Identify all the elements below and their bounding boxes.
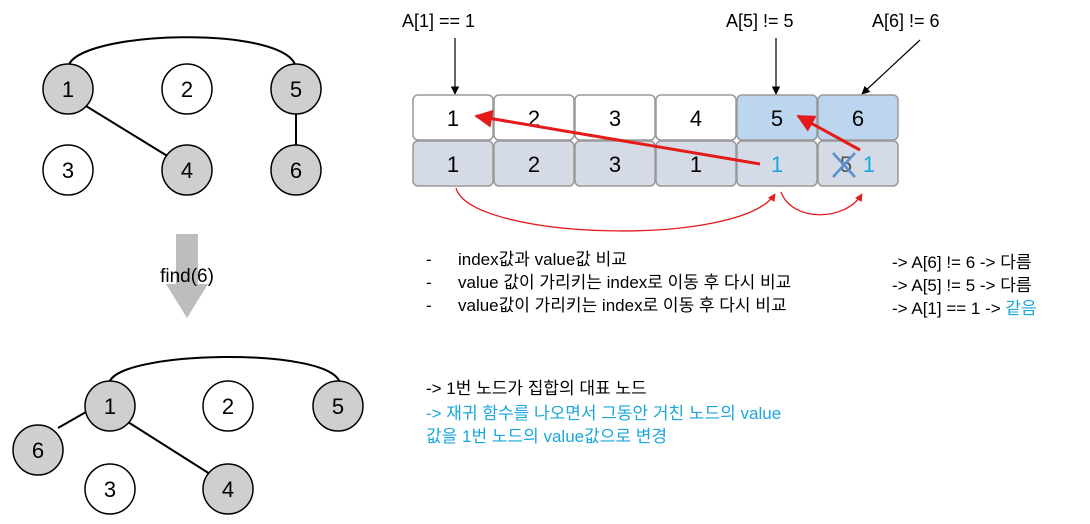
node-label: 5 xyxy=(290,77,302,102)
node-label: 2 xyxy=(181,77,193,102)
value-cell-4 xyxy=(655,140,737,187)
index-label: 5 xyxy=(771,106,783,131)
step-2: - value 값이 가리키는 index로 이동 후 다시 비교 xyxy=(426,271,791,294)
node-after-5: 5 xyxy=(312,380,364,432)
node-before-4: 4 xyxy=(161,144,213,196)
node-after-2: 2 xyxy=(202,380,254,432)
value-cell-6 xyxy=(817,140,899,187)
node-label: 5 xyxy=(332,394,344,419)
node-after-3: 3 xyxy=(84,463,136,515)
node-before-2: 2 xyxy=(161,63,213,115)
cross-out-icon xyxy=(832,152,856,178)
bullet: - xyxy=(426,250,432,269)
value-row: 1 2 3 1 1 5 1 xyxy=(412,140,899,187)
value-label: 2 xyxy=(528,152,540,177)
index-cell-6 xyxy=(817,94,899,141)
value-label: 1 xyxy=(690,152,702,177)
node-after-4: 4 xyxy=(202,463,254,515)
step-2-result: -> A[5] != 5 -> 다름 xyxy=(892,271,1031,296)
result-same: 같음 xyxy=(1005,299,1037,318)
label-a5: A[5] != 5 xyxy=(726,11,794,31)
bullet: - xyxy=(426,296,432,315)
value-label: 1 xyxy=(447,152,459,177)
index-cell-4 xyxy=(655,94,737,141)
index-label: 1 xyxy=(447,106,459,131)
value-cell-2 xyxy=(493,140,575,187)
note-recursion: -> 재귀 함수를 나오면서 그동안 거친 노드의 value xyxy=(426,404,782,423)
value-cell-5 xyxy=(736,140,818,187)
propagate-arrow-5-to-6 xyxy=(780,191,863,216)
node-label: 4 xyxy=(181,158,193,183)
step-text: value값이 가리키는 index로 이동 후 다시 비교 xyxy=(458,296,787,315)
index-label: 6 xyxy=(852,106,864,131)
step-text: value 값이 가리키는 index로 이동 후 다시 비교 xyxy=(458,273,792,292)
edge-1-6 xyxy=(57,411,87,429)
node-before-3: 3 xyxy=(42,144,94,196)
node-before-5: 5 xyxy=(270,63,322,115)
node-before-1: 1 xyxy=(42,63,94,115)
result-text: -> A[5] != 5 -> 다름 xyxy=(892,276,1032,295)
jump-arrow-5-to-1 xyxy=(474,109,761,166)
index-label: 4 xyxy=(690,106,702,131)
node-label: 2 xyxy=(222,394,234,419)
step-3-result: -> A[1] == 1 -> 같음 xyxy=(892,294,1037,319)
find-arrow xyxy=(166,234,208,318)
edge-1-5 xyxy=(108,356,341,385)
bullet: - xyxy=(426,273,432,292)
find-label: find(6) xyxy=(160,266,214,287)
label-a1: A[1] == 1 xyxy=(402,11,475,31)
note-update-values: 값을 1번 노드의 value값으로 변경 xyxy=(426,427,668,446)
result-text: -> A[6] != 6 -> 다름 xyxy=(892,253,1032,272)
graph-after: 1 2 5 6 3 4 xyxy=(12,356,364,515)
result-text: -> A[1] == 1 -> xyxy=(892,299,1006,318)
graph-before: 1 2 5 3 4 6 xyxy=(42,36,322,196)
node-before-6: 6 xyxy=(270,144,322,196)
step-1: - index값과 value값 비교 xyxy=(426,248,627,271)
jump-arrow-6-to-5 xyxy=(796,114,861,152)
edge-1-5 xyxy=(67,36,297,69)
node-after-6: 6 xyxy=(12,424,64,476)
step-1-result: -> A[6] != 6 -> 다름 xyxy=(892,248,1031,273)
edge-1-4 xyxy=(85,105,170,158)
step-text: index값과 value값 비교 xyxy=(458,250,627,269)
node-label: 1 xyxy=(104,394,116,419)
value-label-new: 1 xyxy=(863,152,875,177)
pointer-a6 xyxy=(861,39,921,95)
note-representative: -> 1번 노드가 집합의 대표 노드 xyxy=(426,379,647,398)
index-label: 3 xyxy=(609,106,621,131)
value-label-updated: 1 xyxy=(771,152,783,177)
node-label: 4 xyxy=(222,477,234,502)
node-after-1: 1 xyxy=(84,380,136,432)
propagate-arrow-1-to-5 xyxy=(455,187,776,232)
node-label: 3 xyxy=(104,477,116,502)
index-row: 1 2 3 4 5 6 xyxy=(412,94,899,141)
node-label: 6 xyxy=(290,158,302,183)
edge-1-4 xyxy=(127,421,211,475)
step-3: - value값이 가리키는 index로 이동 후 다시 비교 xyxy=(426,294,787,317)
label-a6: A[6] != 6 xyxy=(872,11,940,31)
node-label: 1 xyxy=(62,77,74,102)
value-label: 3 xyxy=(609,152,621,177)
node-label: 3 xyxy=(62,158,74,183)
node-label: 6 xyxy=(32,438,44,463)
value-cell-1 xyxy=(412,140,494,187)
